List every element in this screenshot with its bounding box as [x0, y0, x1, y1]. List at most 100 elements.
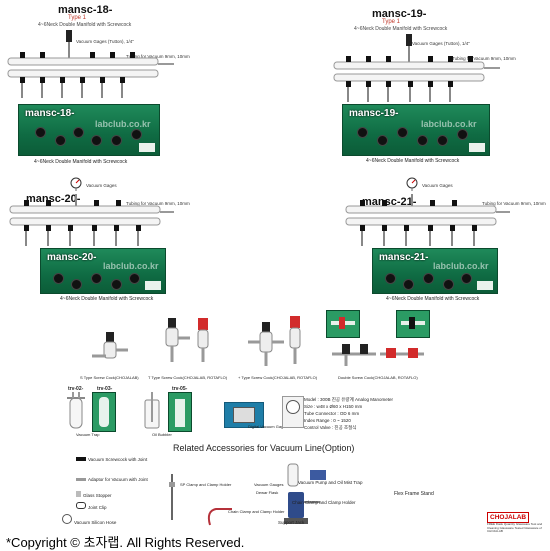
stopcock-knob — [129, 273, 140, 284]
vacuum-gage-icon — [406, 177, 418, 191]
oil-bubbler-caption: Oil Bubbler — [152, 432, 172, 437]
stopcock-knob — [55, 135, 66, 146]
stopcock-knob — [35, 127, 46, 138]
tubing-label: Tubing for Vacuum 9mm, 10mm — [126, 201, 190, 206]
stopcock-knob — [377, 135, 388, 146]
stopcock-knob — [385, 273, 396, 284]
accessory-item: Glass Stopper — [76, 491, 112, 498]
accessory-item: Vacuum Screwcock with Joint — [76, 457, 147, 462]
s-type-caption: S Type Screw Cock(CHOJALAB) — [80, 375, 139, 380]
watermark: labclub.co.kr — [103, 261, 159, 271]
manifold-photo: mansc-19- labclub.co.kr — [342, 104, 490, 156]
stopcock-knob — [403, 279, 414, 290]
accessory-item: Vacuum Silicon Hose — [62, 514, 116, 525]
photo-caption: 4~6Neck Double Manifold with Screwcock — [366, 158, 460, 164]
plus-type-red-cock-icon — [289, 316, 301, 364]
brand-logo: CHOJALAB — [487, 512, 530, 523]
flex-frame-caption: Flex Frame Stand — [394, 491, 434, 497]
photo-model-tag: mansc-18- — [25, 108, 75, 119]
accessories-heading: Related Accessories for Vacuum Line(Opti… — [173, 443, 355, 453]
manifold-20-section: Vacuum Gages mansc-20- Tubing for Vacuum… — [0, 172, 220, 312]
gauge-label: Vacuum Gages — [86, 183, 117, 188]
photo-model-tag: mansc-19- — [349, 108, 399, 119]
plus-type-caption: + Type Screw Cock(CHOJALAB, ROTAFLO) — [238, 375, 318, 380]
scale-card — [145, 281, 161, 290]
manifold-21-section: Vacuum Gages mansc-21- Tubing for Vacuum… — [340, 172, 550, 312]
stopcock-knob — [423, 273, 434, 284]
spec-valve: Control Valve : 진공 조절식 — [304, 425, 357, 430]
accessory-item: Joint Clip — [76, 502, 107, 510]
analog-manometer-icon — [282, 396, 304, 428]
sp-clamp-caption: SP Clamp and Clamp Holder — [180, 482, 232, 487]
manifold-diagram — [332, 32, 502, 104]
adaptor-icon — [76, 478, 86, 481]
stopcock-knob — [91, 135, 102, 146]
photo-model-tag: mansc-20- — [47, 252, 97, 263]
stopcock-knob — [443, 279, 454, 290]
vacuum-trap-photo — [92, 392, 116, 432]
s-type-cock-icon — [92, 332, 128, 359]
manifold-diagram — [6, 28, 176, 100]
watermark: labclub.co.kr — [421, 119, 477, 129]
double-cock-photo-1 — [326, 310, 360, 338]
model-subtitle: 4~6Neck Double Manifold with Screwcock — [38, 22, 132, 28]
stopcock-knob — [417, 135, 428, 146]
model-type: Type 1 — [382, 19, 401, 25]
t-type-cock-icon — [165, 318, 190, 362]
model-title: mansc-19- — [372, 8, 427, 20]
photo-caption: 4~6Neck Double Manifold with Screwcock — [60, 296, 154, 302]
double-cock-red-icon — [380, 348, 424, 358]
oil-bubbler-photo — [168, 392, 192, 432]
gauge-label: Vacuum Gages — [422, 183, 453, 188]
accessory-item: Adaptor for Vacuum with Joint — [76, 477, 148, 482]
model-subtitle: 4~6Neck Double Manifold with Screwcock — [354, 26, 448, 32]
stopcock-knob — [461, 273, 472, 284]
double-cock-caption: Double Screw Cock(CHOJALAB, ROTAFLO) — [338, 375, 418, 380]
scale-card — [139, 143, 155, 152]
stopcock-knob — [397, 127, 408, 138]
copyright-footer: *Copyright © 초자랩. All Rights Reserved. — [6, 535, 245, 550]
trap-tag-3: trv-05- — [172, 386, 188, 392]
t-type-caption: T Type Screw Cock(CHOJALAB, ROTAFLO) — [148, 375, 228, 380]
manifold-photo: mansc-18- labclub.co.kr — [18, 104, 160, 156]
spec-model: Model : 300B 진공 유량계 Analog Manometer — [304, 397, 393, 402]
trap-tag-2: trv-03- — [97, 386, 113, 392]
photo-model-tag: mansc-21- — [379, 252, 429, 263]
model-title: mansc-20- — [26, 193, 81, 205]
manifold-diagram — [6, 194, 176, 254]
vacuum-trap-icon — [67, 392, 85, 429]
tubing-label: Tubing for Vacuum 9mm, 10mm — [126, 54, 190, 59]
model-title: mansc-18- — [58, 4, 113, 16]
screw-cock-row — [70, 310, 470, 372]
joint-clip-icon — [76, 502, 86, 509]
gauge-label: Vacuum Gages (Tutton), 1/4" — [412, 41, 470, 46]
vacuum-pump-icon — [284, 463, 326, 524]
stopcock-knob — [73, 127, 84, 138]
brand-subtext: FREE Flask Quantity Glassware Test and C… — [487, 522, 543, 534]
manifold-diagram — [342, 194, 512, 254]
tubing-label: Tubing for Vacuum 9mm, 10mm — [482, 201, 546, 206]
support-jack-caption: Support Jack — [278, 520, 305, 525]
stopper-icon — [76, 491, 81, 497]
photo-caption: 4~6Neck Double Manifold with Screwcock — [386, 296, 480, 302]
stopcock-knob — [71, 279, 82, 290]
spec-tube: Tube Connector : OD 6 mm — [304, 411, 360, 416]
model-title: mansc-21- — [362, 196, 417, 208]
oil-bubbler-icon — [144, 392, 160, 429]
t-type-red-cock-icon — [197, 318, 209, 362]
stopcock-knob — [53, 273, 64, 284]
vacuum-pump-caption: Vacuum Pump and Oil Mist Trap — [298, 480, 363, 485]
vacuum-trap-caption: Vacuum Trap — [76, 432, 100, 437]
double-cock-black-icon — [332, 344, 376, 366]
stopcock-knob — [131, 129, 142, 140]
stopcock-knob — [437, 135, 448, 146]
dewar-flask-caption: Dewar Flask — [256, 490, 279, 495]
manifold-photo: mansc-21- labclub.co.kr — [372, 248, 498, 294]
trap-tag-1: trv-02- — [68, 386, 84, 392]
spec-size: Size : w48 x Ø60 x H150 mm — [304, 404, 363, 409]
watermark: labclub.co.kr — [433, 261, 489, 271]
tubing-label: Tubing for Vacuum 9mm, 10mm — [452, 56, 516, 61]
model-type: Type 1 — [68, 15, 87, 21]
chain-clamp-holder-caption: Chain Clamp and Clamp Holder — [292, 500, 356, 505]
chain-clamp-icon — [207, 508, 232, 526]
